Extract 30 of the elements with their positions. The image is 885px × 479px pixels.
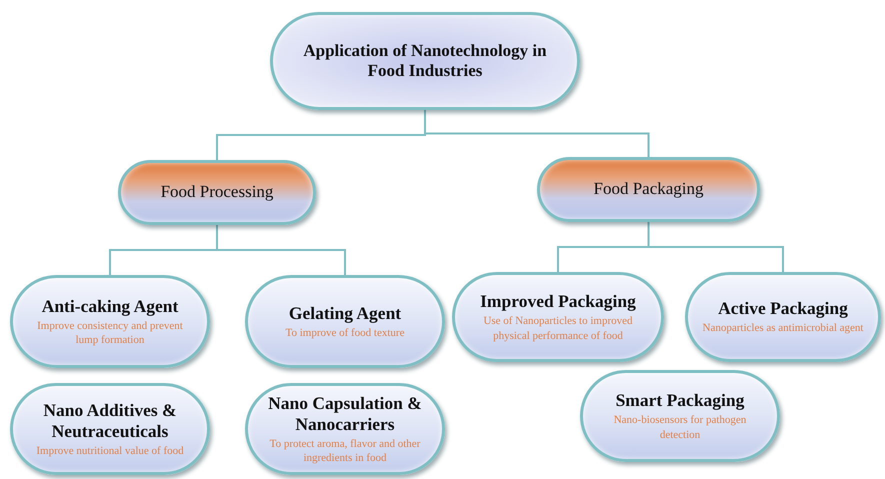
box-heading: Active Packaging — [718, 298, 848, 320]
category-box — [580, 370, 780, 462]
box-heading: Nano Additives & Neutraceuticals — [42, 400, 178, 442]
box-heading: Food Packaging — [593, 179, 704, 200]
connector-line — [648, 222, 784, 272]
box-description: Nanoparticles as antimicrobial agent — [702, 321, 864, 336]
category-box — [245, 383, 445, 475]
box-description: Improve consistency and prevent lump formation — [36, 318, 184, 348]
connector-line — [424, 110, 650, 157]
box-heading: Gelating Agent — [288, 302, 402, 324]
box-description: To improve of food texture — [286, 326, 404, 340]
category-box — [10, 275, 210, 368]
category-box — [452, 272, 664, 362]
box-heading: Food Processing — [160, 182, 274, 203]
box-heading: Anti-caking Agent — [42, 296, 178, 317]
category-box — [10, 383, 210, 475]
branch-box — [537, 157, 760, 222]
box-heading: Application of Nanotechnology in Food Industries — [302, 40, 548, 82]
category-box — [685, 272, 881, 362]
box-description: Nano-biosensors for pathogen detection — [612, 413, 748, 442]
category-box — [245, 275, 445, 368]
branch-box — [118, 160, 316, 225]
box-heading: Improved Packaging — [480, 291, 636, 312]
box-heading: Nano Capsulation & Nanocarriers — [267, 392, 423, 435]
box-description: Improve nutritional value of food — [36, 444, 184, 458]
connector-line — [216, 225, 346, 275]
box-description: Use of Nanoparticles to improved physical performance of food — [482, 314, 634, 343]
root-box — [270, 12, 580, 110]
box-description: To protect aroma, flavor and other ingredients in food — [268, 436, 422, 466]
box-heading: Smart Packaging — [616, 390, 744, 412]
